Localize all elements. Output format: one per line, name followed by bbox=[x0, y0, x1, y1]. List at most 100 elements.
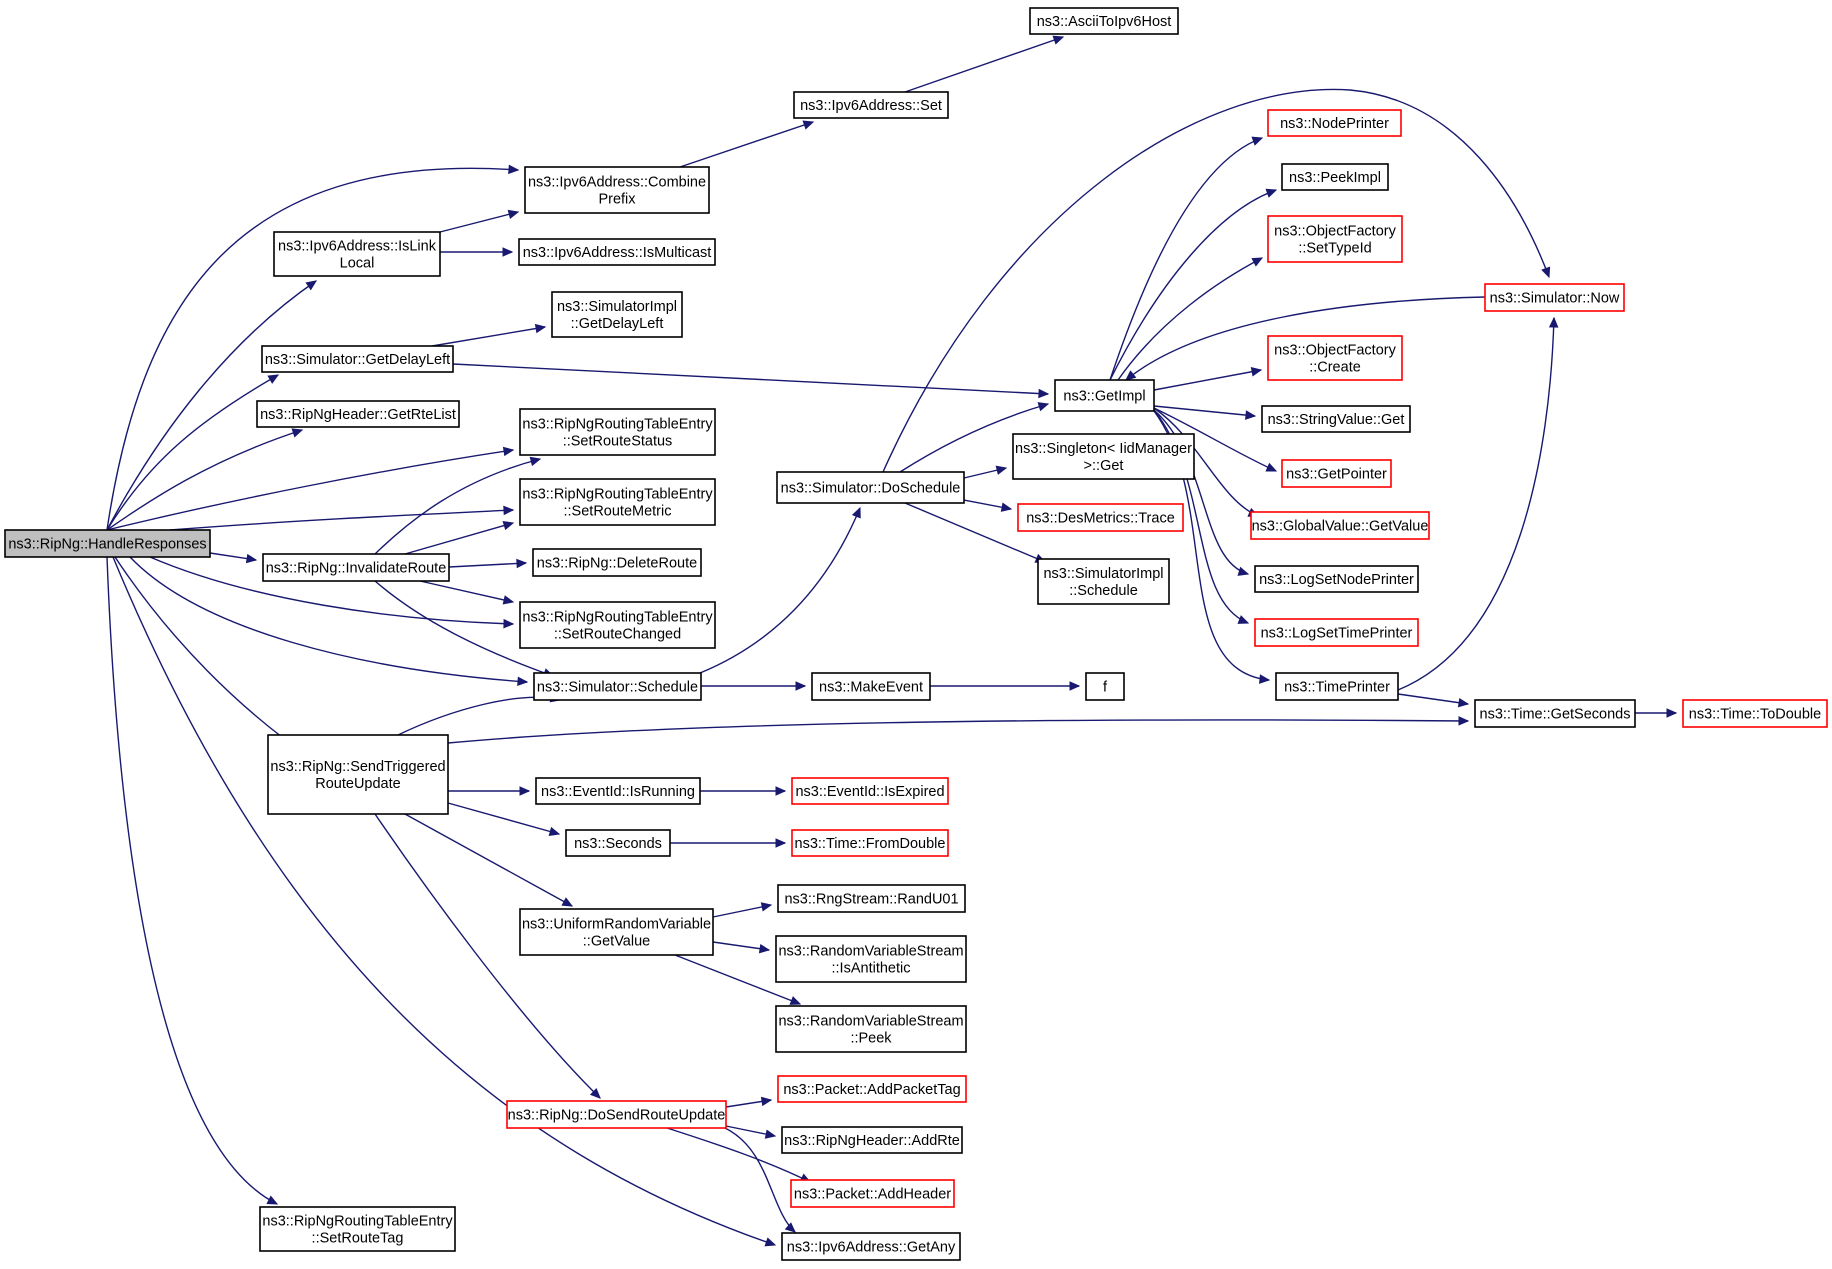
node-box bbox=[256, 400, 460, 428]
edge-urv_get_value-to-rvs_peek bbox=[674, 954, 802, 1005]
node-seconds[interactable]: ns3::Seconds bbox=[565, 829, 671, 857]
edge-line bbox=[106, 374, 279, 531]
node-handle-responses[interactable]: ns3::RipNg::HandleResponses bbox=[4, 529, 211, 558]
node-rvs-peek[interactable]: ns3::RandomVariableStream::Peek bbox=[775, 1005, 967, 1053]
arrowhead-icon bbox=[1265, 462, 1278, 472]
node-time-get-seconds[interactable]: ns3::Time::GetSeconds bbox=[1474, 699, 1636, 728]
node-simimpl-get-delay-left[interactable]: ns3::SimulatorImpl::GetDelayLeft bbox=[551, 291, 683, 338]
arrowhead-icon bbox=[1251, 136, 1264, 146]
node-event-is-expired[interactable]: ns3::EventId::IsExpired bbox=[791, 777, 949, 805]
edge-line bbox=[712, 904, 772, 918]
node-do-send-route-update[interactable]: ns3::RipNg::DoSendRouteUpdate bbox=[506, 1100, 727, 1129]
node-set-route-tag[interactable]: ns3::RipNgRoutingTableEntry::SetRouteTag bbox=[259, 1206, 456, 1252]
node-log-set-node-printer[interactable]: ns3::LogSetNodePrinter bbox=[1254, 565, 1419, 593]
arrowhead-icon bbox=[795, 681, 807, 691]
node-of-set-type-id[interactable]: ns3::ObjectFactory::SetTypeId bbox=[1267, 215, 1403, 263]
node-label: ns3::NodePrinter bbox=[1280, 116, 1389, 132]
nodes-layer: ns3::RipNg::HandleResponsesns3::Ipv6Addr… bbox=[4, 7, 1828, 1261]
node-box bbox=[1281, 459, 1392, 488]
node-do-schedule[interactable]: ns3::Simulator::DoSchedule bbox=[776, 471, 965, 504]
node-of-create[interactable]: ns3::ObjectFactory::Create bbox=[1267, 335, 1403, 381]
arrowhead-icon bbox=[1125, 370, 1137, 381]
node-set-route-metric[interactable]: ns3::RipNgRoutingTableEntry::SetRouteMet… bbox=[519, 478, 716, 526]
node-label: ::GetDelayLeft bbox=[571, 316, 664, 332]
edge-line bbox=[114, 556, 316, 762]
edge-get_impl-to-of_create bbox=[1153, 367, 1263, 391]
edges-layer bbox=[106, 35, 1678, 1247]
node-label: ns3::PeekImpl bbox=[1289, 170, 1381, 186]
node-label: ns3::RipNg::HandleResponses bbox=[8, 537, 206, 553]
arrowhead-icon bbox=[1457, 697, 1470, 708]
node-des-metrics-trace[interactable]: ns3::DesMetrics::Trace bbox=[1017, 503, 1184, 532]
node-make-event[interactable]: ns3::MakeEvent bbox=[811, 672, 931, 701]
node-label: ns3::Ipv6Address::GetAny bbox=[787, 1240, 956, 1256]
node-time-to-double[interactable]: ns3::Time::ToDouble bbox=[1682, 699, 1828, 728]
node-sim-get-delay-left[interactable]: ns3::Simulator::GetDelayLeft bbox=[261, 345, 454, 373]
node-sim-schedule[interactable]: ns3::Simulator::Schedule bbox=[533, 672, 702, 701]
node-label: ns3::RipNg::SendTriggered bbox=[270, 759, 445, 775]
node-get-pointer[interactable]: ns3::GetPointer bbox=[1281, 459, 1392, 488]
node-rvs-is-antithetic[interactable]: ns3::RandomVariableStream::IsAntithetic bbox=[775, 935, 967, 983]
node-event-is-running[interactable]: ns3::EventId::IsRunning bbox=[535, 777, 701, 805]
node-f[interactable]: f bbox=[1085, 672, 1125, 701]
node-string-value-get[interactable]: ns3::StringValue::Get bbox=[1261, 405, 1411, 433]
node-ipv6-set[interactable]: ns3::Ipv6Address::Set bbox=[793, 91, 949, 119]
edge-send_triggered-to-do_send_route_update bbox=[374, 813, 601, 1099]
node-ascii-to-ipv6[interactable]: ns3::AsciiToIpv6Host bbox=[1029, 7, 1179, 35]
node-simimpl-schedule[interactable]: ns3::SimulatorImpl::Schedule bbox=[1037, 558, 1170, 605]
arrowhead-icon bbox=[502, 446, 515, 457]
node-box bbox=[533, 672, 702, 701]
edge-line bbox=[1153, 409, 1249, 575]
arrowhead-icon bbox=[502, 595, 515, 605]
node-add-header[interactable]: ns3::Packet::AddHeader bbox=[790, 1179, 955, 1208]
edge-time_printer-to-time_get_seconds bbox=[1397, 693, 1470, 708]
node-node-printer[interactable]: ns3::NodePrinter bbox=[1267, 109, 1402, 137]
node-urv-get-value[interactable]: ns3::UniformRandomVariable::GetValue bbox=[519, 908, 714, 956]
node-add-rte[interactable]: ns3::RipNgHeader::AddRte bbox=[781, 1126, 963, 1154]
arrowhead-icon bbox=[851, 506, 861, 519]
arrowhead-icon bbox=[503, 505, 515, 516]
edge-line bbox=[106, 449, 514, 531]
arrowhead-icon bbox=[764, 1129, 777, 1139]
node-label: ns3::Ipv6Address::Combine bbox=[528, 175, 706, 191]
edge-line bbox=[106, 167, 519, 531]
node-label: ns3::GetPointer bbox=[1286, 467, 1387, 483]
edge-line bbox=[448, 562, 527, 568]
arrowhead-icon bbox=[516, 558, 528, 569]
node-rng-rand-u01[interactable]: ns3::RngStream::RandU01 bbox=[777, 884, 966, 913]
node-sim-now[interactable]: ns3::Simulator::Now bbox=[1484, 283, 1625, 312]
node-time-from-double[interactable]: ns3::Time::FromDouble bbox=[791, 829, 949, 857]
node-label: ns3::StringValue::Get bbox=[1268, 412, 1405, 428]
node-label: ns3::Time::ToDouble bbox=[1689, 707, 1821, 723]
node-set-route-changed[interactable]: ns3::RipNgRoutingTableEntry::SetRouteCha… bbox=[519, 601, 716, 649]
edge-handle_responses-to-get_rte_list bbox=[106, 428, 304, 531]
node-set-route-status[interactable]: ns3::RipNgRoutingTableEntry::SetRouteSta… bbox=[519, 408, 716, 456]
edge-invalidate_route-to-set_route_metric bbox=[404, 520, 515, 555]
node-ipv6-get-any[interactable]: ns3::Ipv6Address::GetAny bbox=[781, 1232, 961, 1261]
node-box bbox=[811, 672, 931, 701]
edge-urv_get_value-to-rvs_is_antithetic bbox=[712, 941, 771, 954]
node-global-value-get[interactable]: ns3::GlobalValue::GetValue bbox=[1250, 511, 1430, 540]
node-add-packet-tag[interactable]: ns3::Packet::AddPacketTag bbox=[777, 1075, 967, 1103]
arrowhead-icon bbox=[1237, 615, 1250, 624]
node-get-impl[interactable]: ns3::GetImpl bbox=[1054, 379, 1155, 412]
node-delete-route[interactable]: ns3::RipNg::DeleteRoute bbox=[532, 548, 702, 577]
edge-event_is_running-to-event_is_expired bbox=[700, 786, 787, 796]
node-get-rte-list[interactable]: ns3::RipNgHeader::GetRteList bbox=[256, 400, 460, 428]
node-label: ns3::Seconds bbox=[574, 836, 662, 852]
arrowhead-icon bbox=[519, 786, 531, 796]
arrowhead-icon bbox=[1069, 681, 1081, 691]
node-invalidate-route[interactable]: ns3::RipNg::InvalidateRoute bbox=[262, 553, 450, 582]
edge-line bbox=[674, 954, 801, 1005]
edge-handle_responses-to-set_route_status bbox=[106, 446, 515, 531]
node-peek-impl[interactable]: ns3::PeekImpl bbox=[1281, 163, 1389, 191]
arrowhead-icon bbox=[802, 120, 815, 130]
node-singleton-get[interactable]: ns3::Singleton< IidManager >::Get bbox=[1012, 433, 1195, 480]
node-log-set-time-printer[interactable]: ns3::LogSetTimePrinter bbox=[1254, 618, 1419, 647]
edge-line bbox=[1109, 137, 1263, 381]
node-is-multicast[interactable]: ns3::Ipv6Address::IsMulticast bbox=[518, 238, 716, 266]
node-time-printer[interactable]: ns3::TimePrinter bbox=[1275, 672, 1399, 701]
